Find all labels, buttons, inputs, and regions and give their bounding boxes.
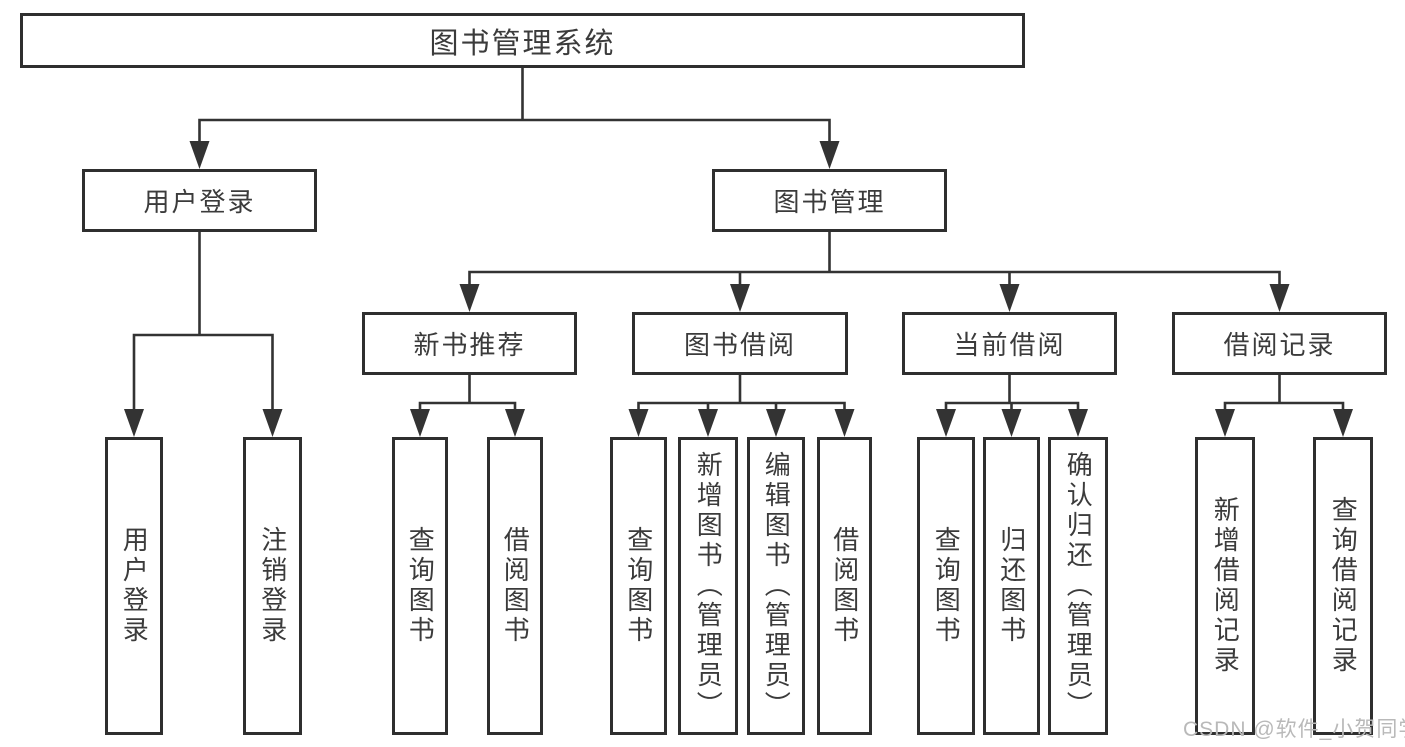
leaf-query-books-recommend-label: 查询图书	[405, 526, 436, 646]
arrowhead	[936, 409, 956, 437]
leaf-add-borrow-record-label: 新增借阅记录	[1210, 496, 1241, 676]
watermark: CSDN @软件_小贺同学	[1183, 718, 1405, 741]
leaf-query-books-borrow-label: 查询图书	[623, 526, 654, 646]
connector-newbook-to-leaves	[418, 373, 517, 414]
arrowhead	[124, 409, 144, 437]
leaf-logout-label: 注销登录	[257, 526, 288, 646]
arrowhead	[1001, 409, 1022, 437]
leaf-add-book-admin: 新增图书（管理员）	[678, 437, 738, 735]
leaf-query-books-current: 查询图书	[917, 437, 975, 735]
arrowhead	[628, 409, 649, 437]
connector-current-to-leaves	[944, 373, 1080, 414]
leaf-confirm-return-admin-label: 确认归还（管理员）	[1063, 451, 1094, 721]
leaf-user-login-label: 用户登录	[119, 526, 150, 646]
node-book-management: 图书管理	[712, 169, 947, 232]
node-book-management-label: 图书管理	[773, 187, 886, 217]
arrowhead	[1068, 409, 1088, 437]
leaf-borrow-books: 借阅图书	[817, 437, 872, 735]
arrowhead	[262, 409, 283, 437]
node-system-root: 图书管理系统	[20, 13, 1025, 68]
arrowhead	[999, 284, 1020, 312]
node-book-borrow: 图书借阅	[632, 312, 848, 375]
arrowhead	[834, 409, 855, 437]
leaf-borrow-books-recommend-label: 借阅图书	[500, 526, 531, 646]
leaf-add-borrow-record: 新增借阅记录	[1195, 437, 1255, 735]
arrowhead	[1333, 409, 1353, 437]
arrowhead	[505, 409, 525, 437]
node-current-borrow-label: 当前借阅	[953, 330, 1066, 360]
arrowhead	[819, 141, 840, 169]
leaf-query-books-borrow: 查询图书	[610, 437, 667, 735]
connector-borrow-to-leaves	[637, 373, 846, 414]
node-borrow-records-label: 借阅记录	[1223, 330, 1336, 360]
leaf-confirm-return-admin: 确认归还（管理员）	[1048, 437, 1108, 735]
arrowhead	[410, 409, 430, 437]
arrowhead	[1269, 284, 1290, 312]
arrowhead	[698, 409, 718, 437]
connector-root-to-level2	[198, 66, 831, 146]
arrowhead	[766, 409, 786, 437]
leaf-borrow-books-recommend: 借阅图书	[487, 437, 543, 735]
node-system-root-label: 图书管理系统	[429, 27, 616, 60]
leaf-return-book: 归还图书	[983, 437, 1040, 735]
arrowhead	[189, 141, 210, 169]
leaf-borrow-books-label: 借阅图书	[829, 526, 860, 646]
node-user-login: 用户登录	[82, 169, 317, 232]
node-user-login-label: 用户登录	[143, 187, 256, 217]
leaf-query-borrow-record-label: 查询借阅记录	[1328, 496, 1359, 676]
node-new-book-recommend-label: 新书推荐	[413, 330, 526, 360]
node-borrow-records: 借阅记录	[1172, 312, 1387, 375]
leaf-logout: 注销登录	[243, 437, 302, 735]
connector-bookmgmt-to-level3	[468, 230, 1281, 289]
leaf-add-book-admin-label: 新增图书（管理员）	[693, 451, 724, 721]
connector-userlogin-to-leaves	[132, 230, 274, 414]
node-book-borrow-label: 图书借阅	[683, 330, 796, 360]
leaf-edit-book-admin-label: 编辑图书（管理员）	[761, 451, 792, 721]
node-current-borrow: 当前借阅	[902, 312, 1117, 375]
leaf-user-login: 用户登录	[105, 437, 163, 735]
leaf-query-borrow-record: 查询借阅记录	[1313, 437, 1373, 735]
connector-records-to-leaves	[1223, 373, 1345, 414]
arrowhead	[1215, 409, 1235, 437]
node-new-book-recommend: 新书推荐	[362, 312, 577, 375]
leaf-query-books-current-label: 查询图书	[931, 526, 962, 646]
leaf-return-book-label: 归还图书	[996, 526, 1027, 646]
arrowhead	[459, 284, 480, 312]
leaf-query-books-recommend: 查询图书	[392, 437, 448, 735]
arrowhead	[730, 284, 750, 312]
leaf-edit-book-admin: 编辑图书（管理员）	[747, 437, 805, 735]
